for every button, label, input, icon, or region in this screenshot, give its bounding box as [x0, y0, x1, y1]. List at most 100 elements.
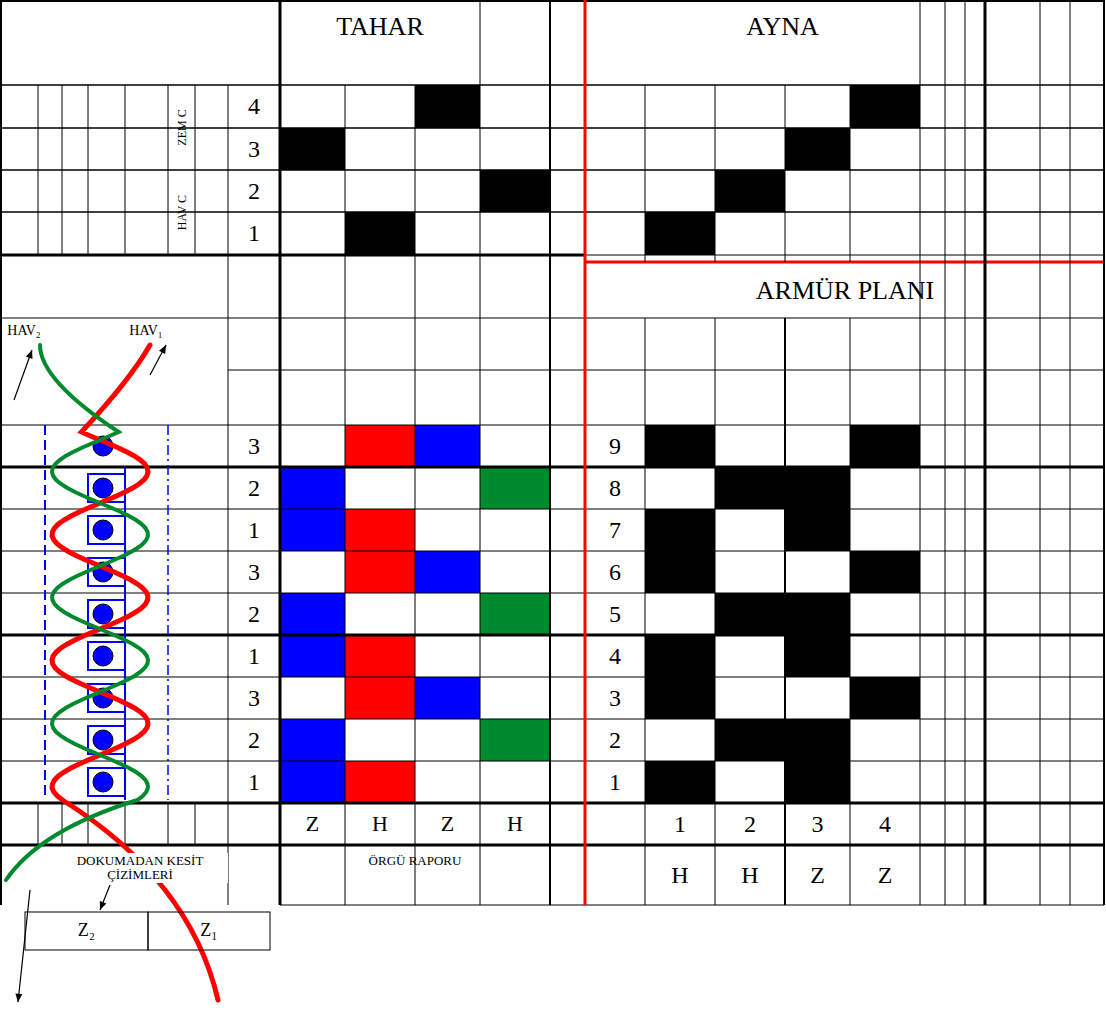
- grid-line: [645, 85, 646, 262]
- grid-label: 7: [609, 517, 621, 543]
- z-box: [148, 912, 270, 950]
- grid-line: [0, 719, 1104, 720]
- weft-box: [88, 516, 125, 544]
- grid-label: 6: [609, 559, 621, 585]
- label-box: 4: [228, 85, 280, 128]
- arrow-head: [159, 345, 166, 354]
- grid-label: 2: [744, 811, 756, 837]
- label-box: TAHAR: [280, 2, 480, 52]
- grid-line: [0, 677, 1104, 678]
- label-box: H: [645, 847, 715, 904]
- grid-line: [0, 211, 1104, 213]
- grid-line: [168, 803, 169, 845]
- grid-line: [62, 85, 63, 255]
- grid-line: [784, 318, 786, 905]
- label-box: 3: [229, 425, 279, 467]
- armur-cell: [645, 761, 715, 803]
- grid-label: Z₂: [78, 921, 95, 941]
- grid-line: [38, 85, 39, 255]
- grid-line: [0, 425, 1104, 426]
- arrow-line: [14, 350, 32, 400]
- label-box: 2: [229, 593, 279, 635]
- armur-cell: [785, 761, 850, 803]
- ayna-cell: [850, 85, 920, 128]
- grid-line: [0, 127, 1104, 129]
- armur-cell: [715, 467, 785, 509]
- label-box: 2: [715, 804, 785, 845]
- armur-cell: [645, 635, 715, 677]
- weave-cell: [415, 551, 480, 593]
- grid-line: [1103, 0, 1105, 905]
- label-box: DOKUMADAN KESİT ÇİZİMLERİ: [52, 848, 228, 888]
- grid-label: Z₁: [200, 921, 217, 941]
- weft-box: [88, 768, 125, 796]
- label-box: Z₂: [26, 913, 147, 949]
- grid-line: [0, 551, 1104, 552]
- grid-line: [1040, 0, 1041, 905]
- weave-cell: [280, 761, 345, 803]
- red-divider: [584, 0, 587, 905]
- weft-dot: [93, 520, 113, 540]
- grid-line: [125, 803, 126, 845]
- grid-line: [585, 255, 1104, 256]
- armur-cell: [715, 593, 785, 635]
- label-box: HAV C: [168, 171, 195, 253]
- weave-cell: [345, 761, 415, 803]
- grid-label: HAV₂: [7, 323, 40, 338]
- weave-cell: [280, 719, 345, 761]
- z-box: [25, 912, 148, 950]
- armur-cell: [645, 677, 715, 719]
- weft-box: [88, 642, 125, 670]
- grid-line: [785, 85, 786, 262]
- tahar-cell: [415, 85, 480, 128]
- grid-label: 4: [879, 811, 891, 837]
- weave-cell: [280, 593, 345, 635]
- label-box: 7: [586, 509, 644, 551]
- weave-cell: [415, 677, 480, 719]
- label-box: 2: [229, 719, 279, 761]
- label-box: 9: [586, 425, 644, 467]
- label-box: 4: [586, 635, 644, 677]
- label-box: 1: [229, 635, 279, 677]
- grid-label: 2: [248, 178, 260, 204]
- label-box: ZEM C: [168, 86, 195, 168]
- grid-line: [549, 0, 551, 905]
- label-box: 3: [785, 804, 850, 845]
- grid-label: 1: [248, 517, 260, 543]
- armur-cell: [645, 425, 715, 467]
- grid-label: 1: [248, 769, 260, 795]
- grid-label: 3: [248, 136, 260, 162]
- grid-line: [715, 318, 716, 905]
- label-box: 1: [586, 761, 644, 803]
- armur-cell: [715, 719, 785, 761]
- label-box: 1: [645, 804, 715, 845]
- weave-cell: [415, 425, 480, 467]
- grid-line: [480, 0, 481, 905]
- ayna-cell: [645, 212, 715, 255]
- grid-label: H: [671, 862, 688, 888]
- grid-label: 4: [248, 93, 260, 119]
- grid-line: [0, 509, 1104, 510]
- grid-line: [0, 761, 1104, 762]
- weave-cell: [345, 425, 415, 467]
- weave-cell: [280, 509, 345, 551]
- grid-label: Z: [878, 862, 893, 888]
- label-box: HAV₁: [118, 320, 174, 342]
- label-box: 2: [228, 170, 280, 212]
- grid-line: [279, 0, 282, 905]
- label-box: 3: [229, 551, 279, 593]
- grid-label: 2: [248, 601, 260, 627]
- grid-label: 1: [674, 811, 686, 837]
- label-box: 5: [586, 593, 644, 635]
- armur-cell: [645, 509, 715, 551]
- grid-label: 1: [248, 643, 260, 669]
- grid-label: 2: [609, 727, 621, 753]
- tahar-cell: [280, 128, 345, 170]
- ayna-cell: [785, 128, 850, 170]
- label-box: 6: [586, 551, 644, 593]
- label-box: 1: [229, 761, 279, 803]
- grid-line: [850, 85, 851, 262]
- grid-line: [195, 85, 196, 255]
- grid-label: ÖRGÜ RAPORU: [369, 854, 462, 868]
- weave-cell: [345, 551, 415, 593]
